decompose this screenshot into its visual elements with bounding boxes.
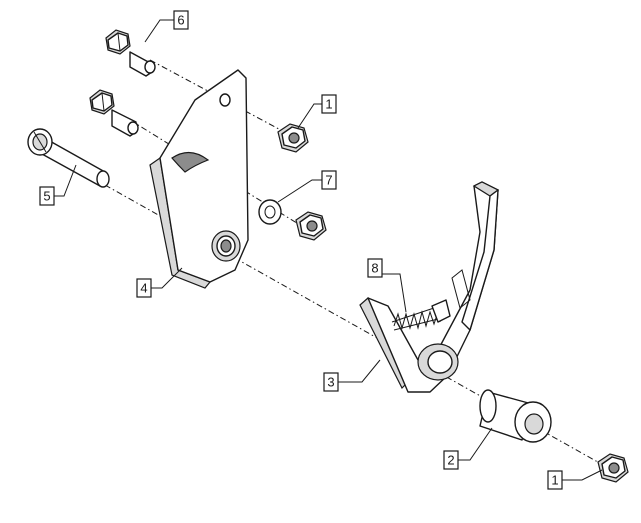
svg-text:2: 2 — [447, 453, 454, 468]
leader-8 — [382, 273, 407, 313]
lock-nut-lower — [597, 453, 629, 483]
svg-text:7: 7 — [325, 173, 332, 188]
callout-5: 5 — [39, 186, 55, 206]
leader-2 — [458, 427, 493, 461]
svg-text:4: 4 — [140, 281, 147, 296]
leader-6 — [144, 19, 174, 43]
callout-6: 6 — [173, 10, 189, 30]
mounting-bracket — [149, 69, 249, 289]
clevis-pin — [27, 128, 110, 188]
flanged-bushing — [479, 389, 552, 443]
flat-washer — [258, 199, 282, 225]
callout-2: 2 — [443, 450, 459, 470]
callout-8: 8 — [367, 258, 383, 278]
leader-5 — [54, 164, 77, 197]
svg-text:1: 1 — [325, 97, 332, 112]
svg-text:6: 6 — [177, 13, 184, 28]
coil-spring — [391, 299, 451, 331]
svg-text:5: 5 — [43, 189, 50, 204]
leader-1-upper — [297, 103, 322, 129]
svg-text:8: 8 — [371, 261, 378, 276]
leader-3 — [338, 359, 381, 383]
callout-4: 4 — [136, 278, 152, 298]
hex-bolt-top — [105, 29, 156, 77]
leader-1-lower — [562, 469, 603, 481]
leader-7 — [277, 179, 322, 203]
lock-nut-middle — [295, 211, 327, 241]
svg-text:1: 1 — [551, 473, 558, 488]
lock-nut-upper — [277, 123, 309, 153]
fork-lever — [359, 181, 500, 393]
callout-3: 3 — [323, 372, 339, 392]
callout-7: 7 — [321, 170, 337, 190]
svg-text:3: 3 — [327, 375, 334, 390]
callout-1-upper: 1 — [321, 94, 337, 114]
hex-bolt-middle — [89, 89, 139, 137]
leader-4 — [151, 267, 183, 289]
callout-1-lower: 1 — [547, 470, 563, 490]
